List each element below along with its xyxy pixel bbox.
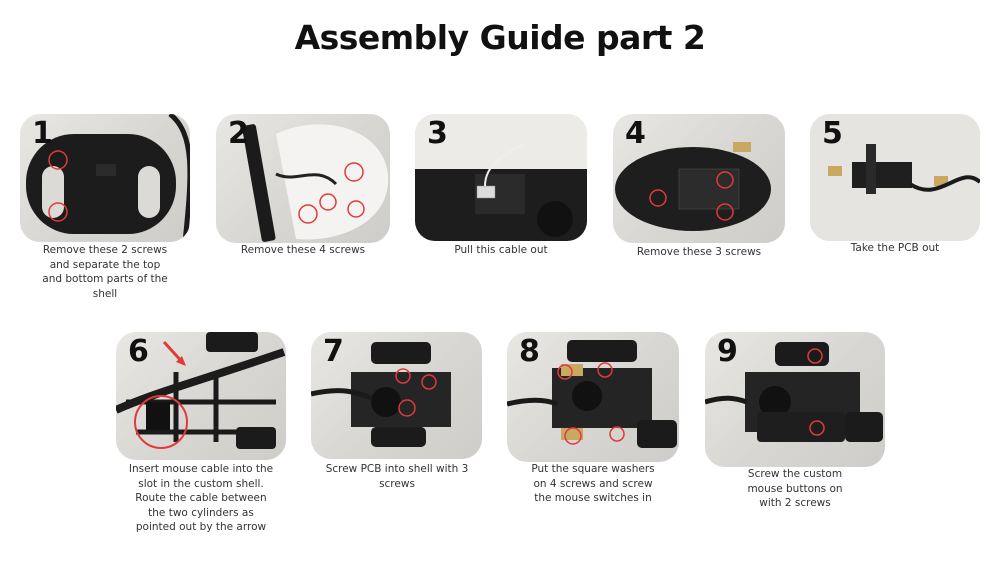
mouse-shell-side-illustration [242,124,389,242]
step-6-number: 6 [128,334,149,369]
page-title: Assembly Guide part 2 [294,18,706,57]
step-6-caption: Insert mouse cable into the slot in the … [128,463,274,533]
step-2-number: 2 [228,116,249,151]
step-1-number: 1 [32,116,53,151]
step-8-caption: Put the square washers on 4 screws and s… [531,463,655,504]
step-8-number: 8 [519,334,540,369]
step-1-caption: Remove these 2 screws and separate the t… [42,244,168,300]
step-3-photo: 3 [415,114,587,241]
custom-buttons-illustration [705,342,883,442]
cable-connector-illustration [415,114,587,241]
step-7-number: 7 [323,334,344,369]
step-8-photo: 8 [507,332,679,462]
step-3-number: 3 [427,116,448,151]
step-7-caption: Screw PCB into shell with 3 screws [325,463,469,490]
step-2-caption: Remove these 4 screws [240,244,366,256]
step-5-caption: Take the PCB out [850,242,940,254]
step-6-photo: 6 [116,332,286,460]
step-2-photo: 2 [216,114,390,243]
pcb-screwed-illustration [311,342,451,447]
step-1-photo: 1 [20,114,190,242]
step-5-photo: 5 [810,114,980,241]
mouse-bottom-shell-illustration [26,114,190,242]
custom-shell-cable-illustration [116,332,286,449]
step-7-photo: 7 [311,332,482,459]
step-9-photo: 9 [705,332,885,467]
step-4-number: 4 [625,116,646,151]
step-4-caption: Remove these 3 screws [636,246,762,258]
step-4-photo: 4 [613,114,785,243]
pcb-in-shell-illustration [615,142,771,231]
step-9-number: 9 [717,334,738,369]
step-5-number: 5 [822,116,843,151]
step-3-caption: Pull this cable out [454,244,548,256]
pcb-removed-illustration [810,114,980,241]
step-9-caption: Screw the custom mouse buttons on with 2… [747,468,843,509]
washers-switches-illustration [507,340,677,448]
